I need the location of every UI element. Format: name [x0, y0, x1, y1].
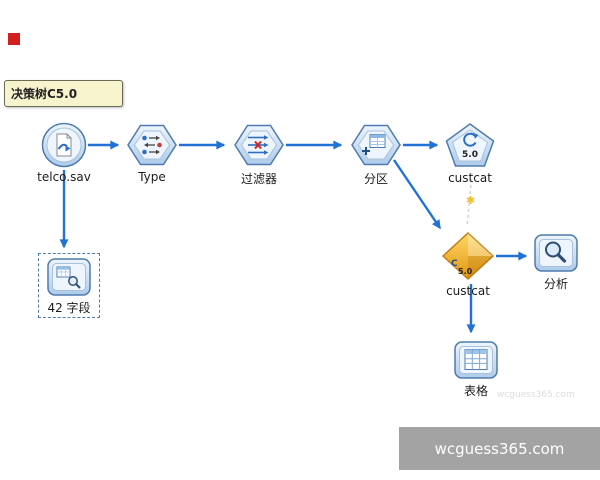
c50-model-node-icon: 5.0: [444, 121, 496, 169]
data-audit-node-icon: [46, 257, 92, 297]
data-audit-glyph: [56, 266, 81, 289]
node-type[interactable]: Type: [112, 122, 192, 184]
red-marker-icon: [8, 33, 20, 45]
node-custcat-nugget[interactable]: C 5.0 custcat: [428, 230, 508, 298]
faint-watermark-text: wcguess365.com: [497, 390, 575, 400]
node-analysis[interactable]: 分析: [516, 233, 596, 292]
c50-glyph: 5.0: [462, 132, 479, 160]
node-data-audit-42-fields[interactable]: 42 字段: [38, 253, 100, 318]
node-label: 分析: [543, 277, 568, 291]
source-file-node-icon: [40, 122, 88, 168]
node-telco-sav[interactable]: telco.sav: [24, 122, 104, 184]
node-label: telco.sav: [37, 170, 91, 184]
partition-node-icon: [349, 122, 403, 168]
table-grid-glyph: [464, 349, 488, 370]
filter-node-icon: [232, 122, 286, 168]
nugget-version-text: 5.0: [458, 267, 473, 276]
analysis-node-icon: [533, 233, 579, 273]
node-table[interactable]: 表格: [436, 340, 516, 399]
magnifier-glyph: [545, 241, 567, 263]
comment-note[interactable]: 决策树C5.0: [4, 80, 123, 107]
table-node-icon: [453, 340, 499, 380]
model-nugget-diamond-icon: C 5.0: [440, 230, 496, 282]
nugget-c50-glyph: C 5.0: [451, 259, 473, 276]
node-partition[interactable]: 分区: [336, 122, 416, 187]
nugget-algo-letter: C: [451, 259, 458, 269]
node-custcat-model[interactable]: 5.0 custcat: [430, 121, 510, 185]
node-label: custcat: [446, 284, 490, 298]
node-filter[interactable]: 过滤器: [219, 122, 299, 187]
model-refresh-star-icon: ✱: [466, 194, 475, 207]
node-label: custcat: [448, 171, 492, 185]
filter-glyph: [248, 135, 269, 155]
partition-glyph: [362, 134, 386, 155]
type-glyph: [142, 135, 162, 155]
model-version-text: 5.0: [462, 150, 478, 160]
watermark-badge: wcguess365.com: [399, 427, 600, 470]
type-node-icon: [125, 122, 179, 168]
node-label: 表格: [463, 384, 488, 398]
node-label: 过滤器: [240, 172, 277, 186]
comment-note-text: 决策树C5.0: [11, 87, 78, 101]
node-label: 42 字段: [47, 301, 91, 315]
node-label: Type: [138, 170, 166, 184]
document-glyph: [56, 133, 72, 157]
watermark-badge-text: wcguess365.com: [434, 439, 565, 458]
node-label: 分区: [363, 172, 388, 186]
